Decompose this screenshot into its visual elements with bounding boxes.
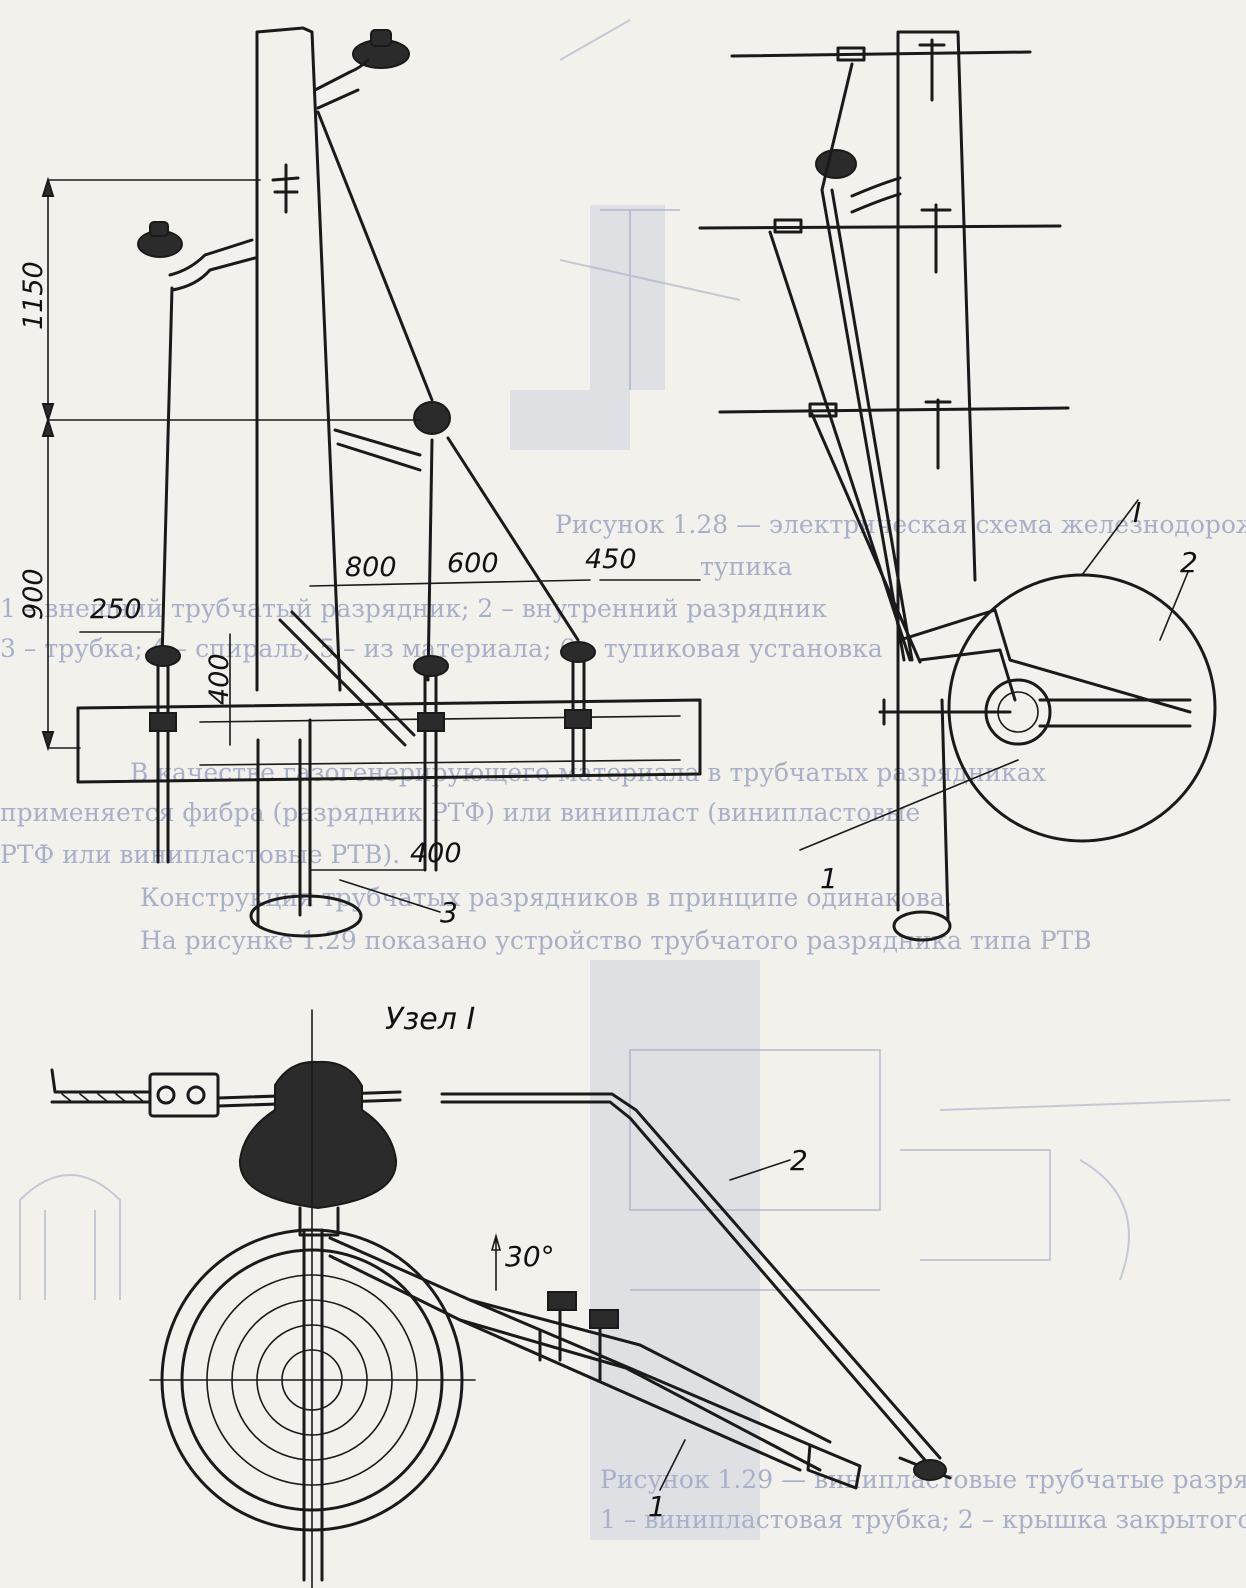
- strut: [278, 610, 416, 747]
- detail-title: Узел I: [385, 1002, 476, 1037]
- callout-2-right: 2: [1180, 546, 1198, 579]
- ghost-para-3: РТФ или винипластовые РТВ).: [0, 840, 401, 869]
- dim-900: 900: [18, 568, 49, 620]
- dim-250: 250: [90, 594, 142, 625]
- callout-3-post: 3: [440, 896, 458, 929]
- dim-1150: 1150: [18, 261, 49, 330]
- detail-node-I: [50, 1009, 952, 1588]
- pole-lower: [256, 718, 312, 927]
- lead-wire-left: [160, 286, 174, 662]
- dim-600: 600: [447, 548, 499, 579]
- dim-450: 450: [585, 544, 637, 575]
- right-pole: [896, 30, 977, 922]
- ghost-para-1: В качестве газогенерирующего материала в…: [130, 758, 1046, 787]
- ghost-legend-line1: 1 – внешний трубчатый разрядник; 2 – вну…: [0, 594, 828, 623]
- callout-1-pipe: 1: [820, 862, 838, 895]
- left-view: 1150 900 250 400 800 600 450 400: [18, 26, 702, 938]
- detail-angle: 30°: [505, 1240, 555, 1273]
- ghost-para-2: применяется фибра (разрядник РТФ) или ви…: [0, 798, 921, 827]
- ghost-caption-b-line2: 1 – винипластовая трубка; 2 – крышка зак…: [600, 1505, 1246, 1534]
- callout-2-detail: 2: [790, 1144, 808, 1177]
- dim-400-vertical: 400: [204, 653, 235, 705]
- ghost-para-4: Конструкция трубчатых разрядников в прин…: [140, 883, 953, 912]
- pole-base: [249, 894, 363, 938]
- dim-800: 800: [345, 552, 397, 583]
- callout-node-I: I: [1133, 496, 1142, 529]
- pipe-bar: [76, 698, 702, 784]
- dim-lines: [47, 179, 701, 871]
- lead-wire-diag: [316, 110, 580, 682]
- callout-1-detail: 1: [648, 1490, 666, 1523]
- dim-400-bottom: 400: [410, 838, 462, 869]
- ghost-figures: [19, 19, 1231, 1540]
- top-insulator: [313, 29, 410, 110]
- right-view: [698, 30, 1217, 942]
- ghost-para-5: На рисунке 1.29 показано устройство труб…: [140, 926, 1092, 955]
- left-insulator: [137, 221, 257, 292]
- middle-insulator: [333, 401, 451, 472]
- ghost-caption-a-line1: Рисунок 1.28 — электрическая схема желез…: [555, 510, 1246, 539]
- ghost-caption-a-line2: тупика: [700, 552, 793, 581]
- pole-outline: [255, 26, 342, 692]
- detail-insulator: [238, 1060, 398, 1210]
